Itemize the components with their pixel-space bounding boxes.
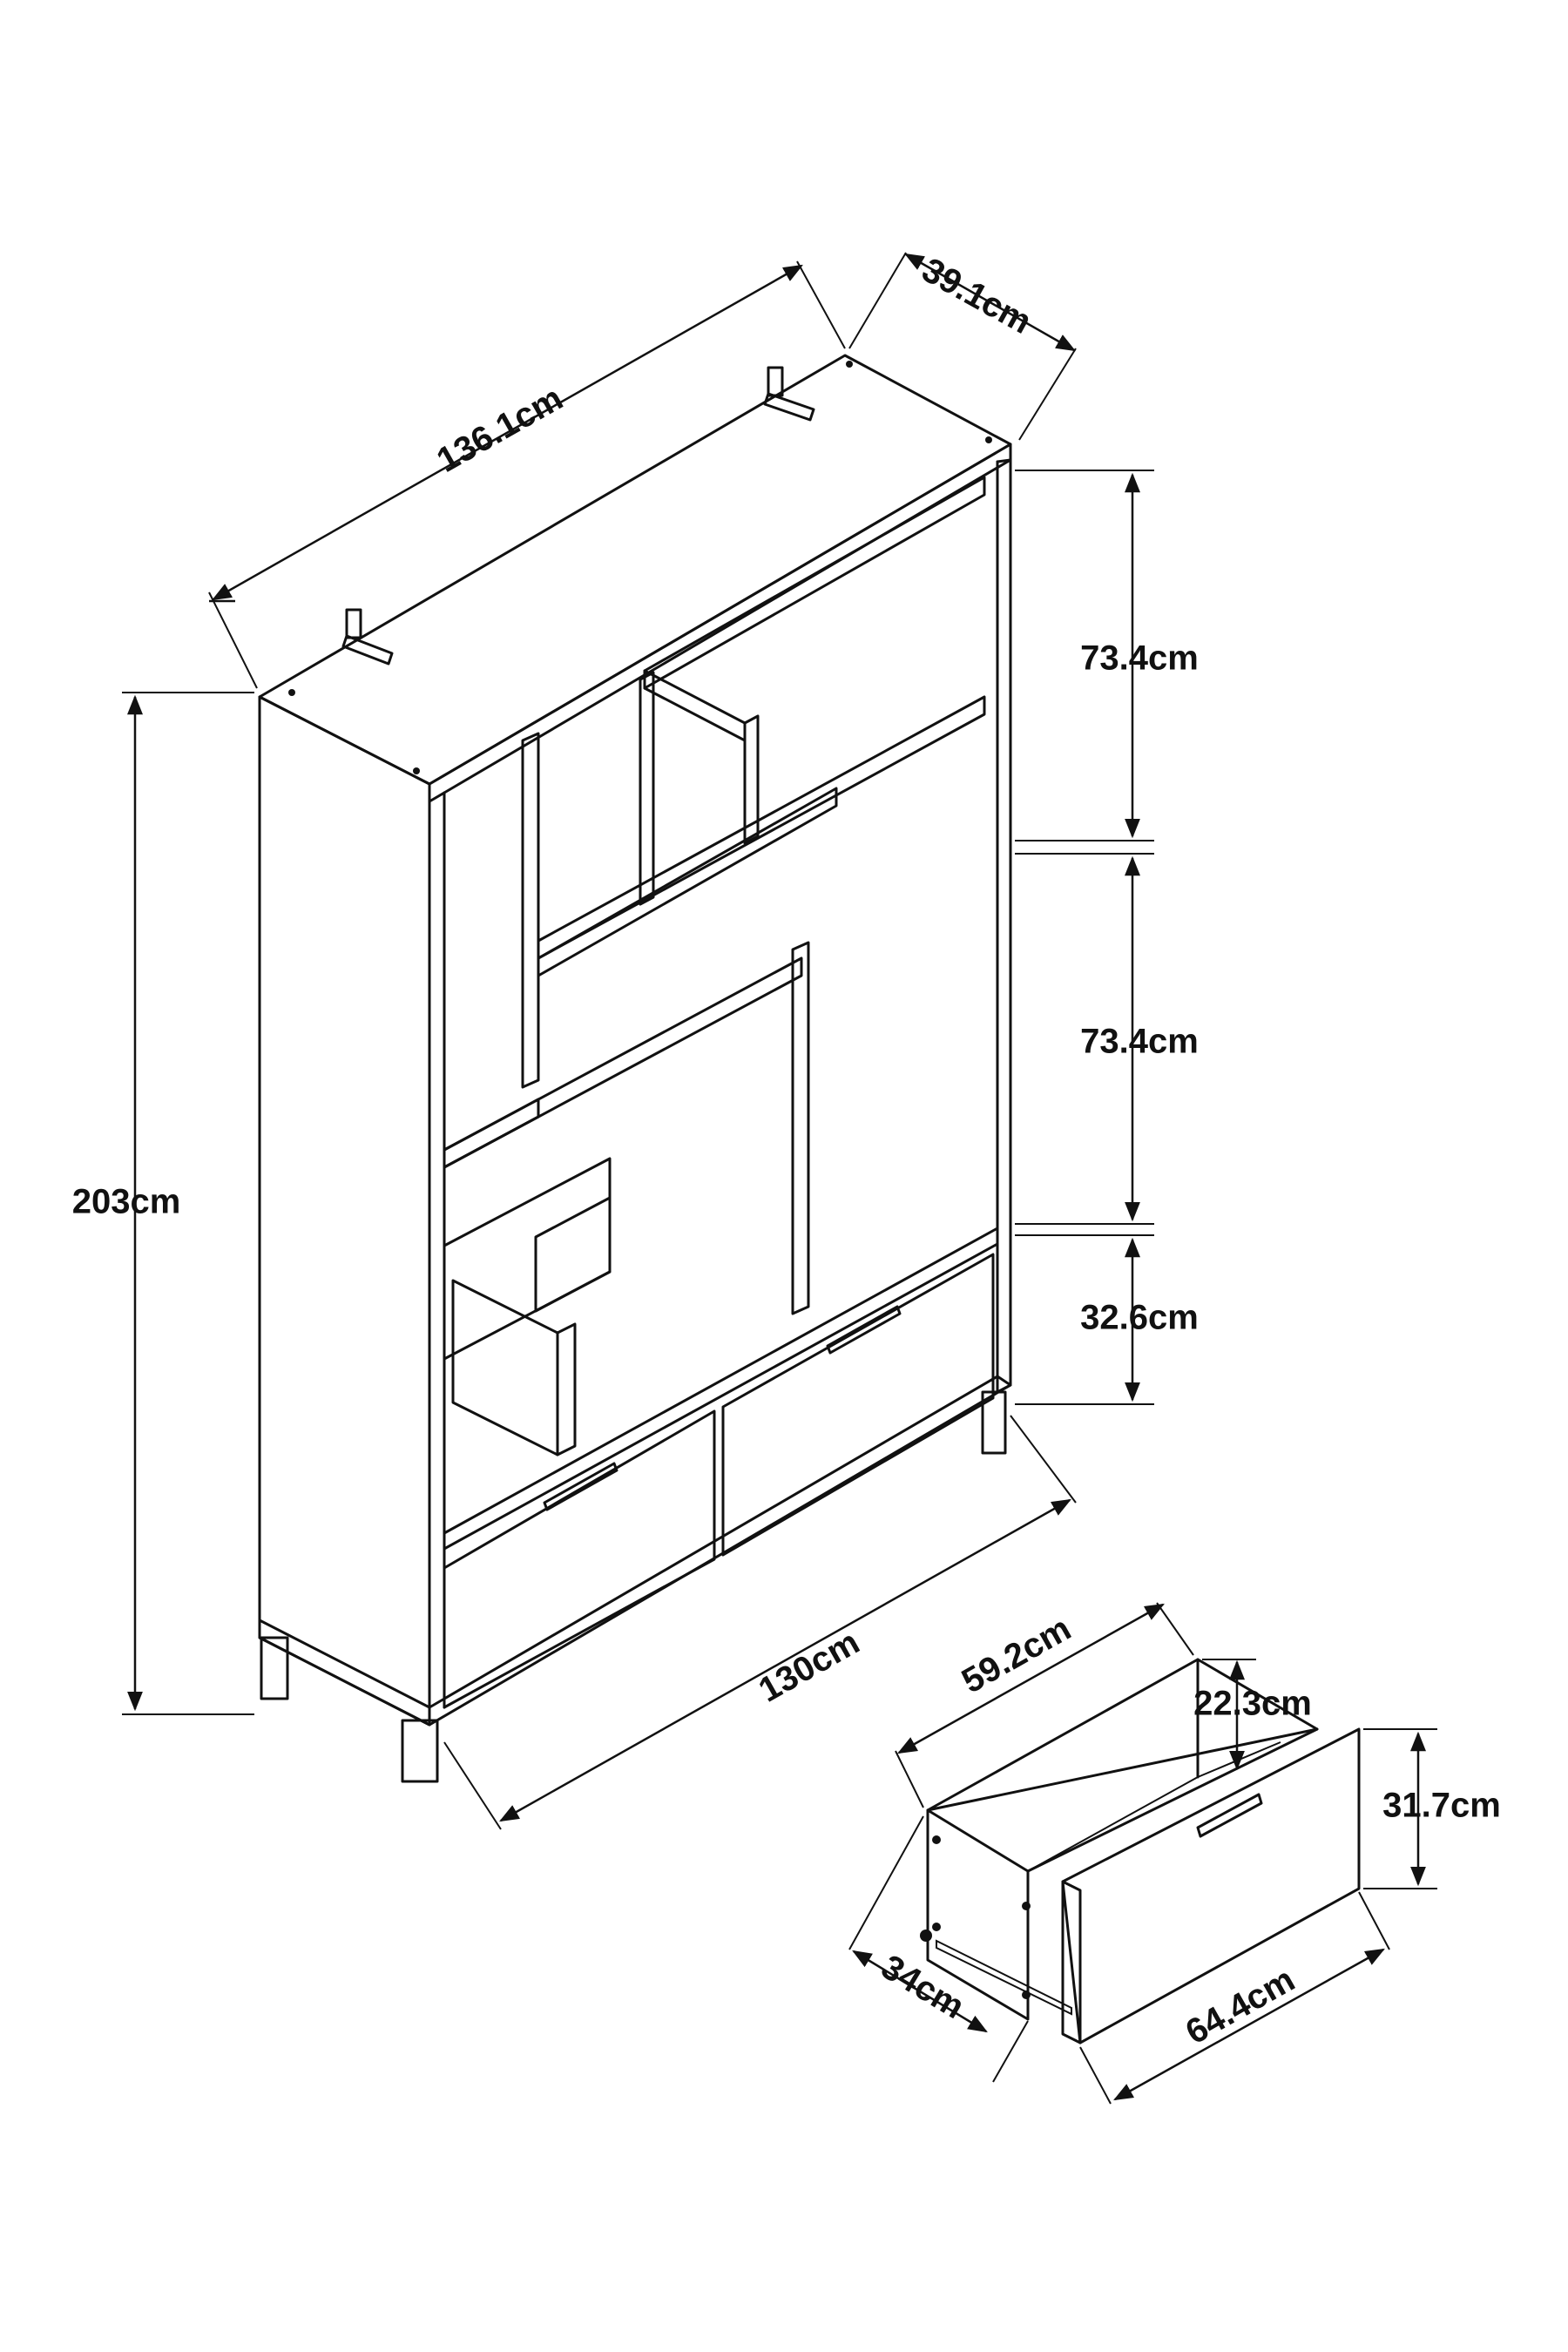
drawer-detail-handle [1196, 1793, 1263, 1838]
drawer-dimensions: 59.2cm 22.3cm 31.7cm 34cm 64.4cm [848, 1602, 1501, 2105]
left-side-panel [258, 695, 431, 1727]
bookcase-drawers [443, 1253, 995, 1709]
label-section-upper: 73.4cm [1080, 639, 1199, 678]
back-left-leg [260, 1636, 289, 1700]
label-drawer-inner-height: 22.3cm [1193, 1685, 1312, 1723]
wall-bracket-left [341, 608, 394, 666]
label-width-top: 136.1cm [430, 379, 569, 480]
right-drawer-handle [826, 1305, 902, 1355]
label-drawer-front-height: 31.7cm [1382, 1787, 1501, 1825]
bookcase-dimensions: 136.1cm 39.1cm 203cm 73.4cm 73.4cm 32.6c… [72, 251, 1199, 1830]
right-side-panel [996, 458, 1012, 1394]
bottom-plinth [258, 1375, 1012, 1727]
label-width-base: 130cm [753, 1623, 866, 1710]
label-section-middle: 73.4cm [1080, 1023, 1199, 1061]
label-section-lower: 32.6cm [1080, 1299, 1199, 1337]
drawer-front-panel [1061, 1727, 1361, 2044]
front-left-leg [401, 1719, 439, 1783]
interior-shelves [443, 476, 999, 1551]
top-panel [258, 354, 1012, 786]
left-drawer-front [443, 1409, 716, 1709]
wall-bracket-right [763, 366, 815, 422]
right-drawer-front [721, 1253, 995, 1557]
label-drawer-depth: 34cm [875, 1948, 970, 2026]
drawer-detail [920, 1658, 1361, 2044]
label-depth-top: 39.1cm [916, 251, 1037, 341]
drawer-box-left [926, 1808, 1030, 2021]
label-height-total: 203cm [72, 1183, 181, 1221]
bookcase [258, 354, 1012, 1783]
